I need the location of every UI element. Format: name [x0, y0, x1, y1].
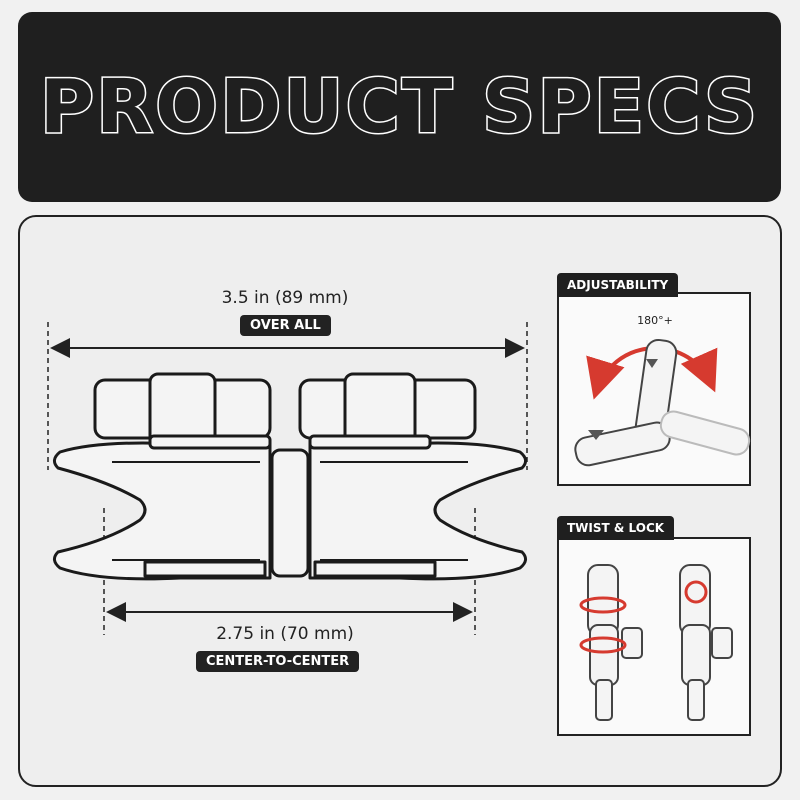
twist-lock-tab: TWIST & LOCK — [557, 516, 675, 540]
adjustability-angle: 180°+ — [637, 314, 673, 327]
overall-dimension-label: OVER ALL — [240, 315, 331, 336]
adjustability-tab: ADJUSTABILITY — [557, 273, 679, 297]
title-banner: PRODUCT SPECS — [18, 12, 781, 202]
center-dimension-value: 2.75 in (70 mm) — [216, 624, 354, 644]
arm-left-half — [53, 372, 272, 581]
center-dimension-label: CENTER-TO-CENTER — [196, 651, 360, 672]
overall-dimension-line — [47, 322, 528, 470]
center-knob — [270, 448, 310, 578]
banner-title: PRODUCT SPECS — [38, 63, 760, 152]
adjustability-illustration — [574, 338, 751, 467]
arm-right-half — [298, 372, 527, 581]
overall-dimension-value: 3.5 in (89 mm) — [221, 288, 349, 308]
twist-lock-illustration — [579, 564, 733, 721]
